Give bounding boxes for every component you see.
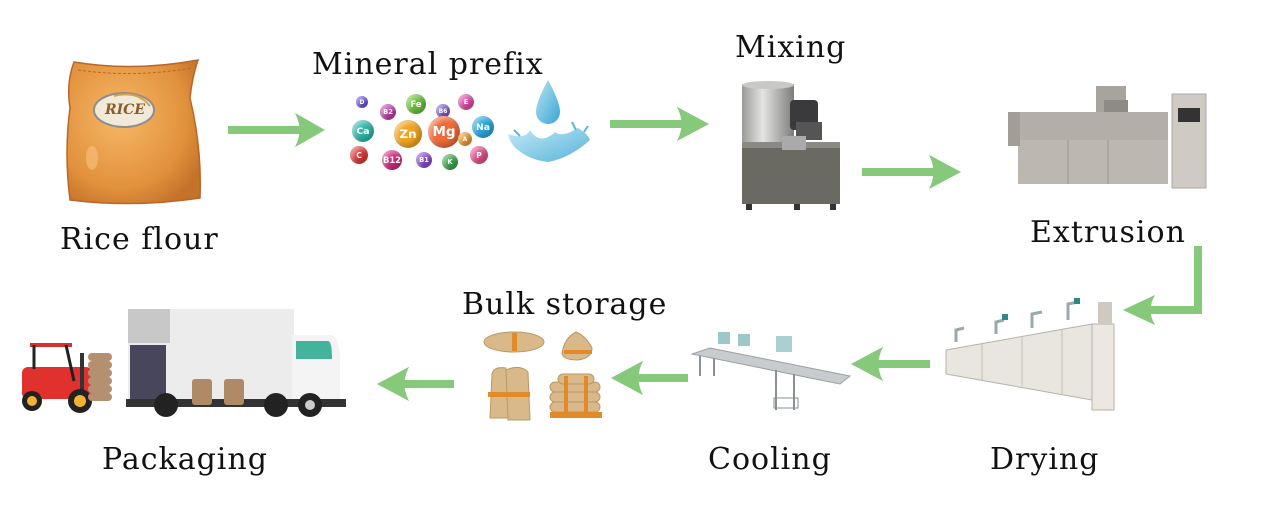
- step-label-mineral-prefix: Mineral prefix: [312, 47, 544, 82]
- mineral-ball-e: E: [458, 94, 474, 110]
- mineral-ball-na: Na: [472, 116, 494, 138]
- step-label-drying: Drying: [990, 442, 1100, 477]
- step-label-extrusion: Extrusion: [1030, 215, 1186, 250]
- step-label-packaging: Packaging: [102, 442, 268, 477]
- water-drop-icon: [500, 78, 595, 173]
- mineral-ball-ca: Ca: [352, 120, 374, 142]
- sacks-icon: [480, 328, 610, 424]
- rice-bag-icon: RICE: [62, 58, 207, 208]
- mineral-ball-b12: B12: [382, 150, 402, 170]
- mineral-ball-zn: Zn: [394, 120, 422, 148]
- mineral-ball-k: K: [442, 154, 458, 170]
- flow-arrow-storage-to-packaging: [376, 366, 454, 402]
- flow-arrow-cooling-to-storage: [610, 360, 688, 396]
- mineral-ball-b2: B2: [380, 104, 396, 120]
- flow-arrow-mixing-to-extrusion: [862, 154, 962, 190]
- dryer-machine-icon: [942, 290, 1122, 415]
- mineral-ball-d: D: [356, 96, 368, 108]
- mixer-machine-icon: [738, 81, 842, 212]
- step-label-cooling: Cooling: [708, 442, 832, 477]
- step-label-mixing: Mixing: [735, 30, 847, 65]
- flow-arrow-extrusion-to-drying: [1122, 246, 1202, 326]
- flow-arrow-mineral-to-mixing: [610, 106, 710, 142]
- flow-arrow-drying-to-cooling: [850, 346, 930, 382]
- step-label-bulk-storage: Bulk storage: [462, 287, 668, 322]
- mineral-ball-b1: B1: [416, 152, 432, 168]
- flow-arrow-rice-to-mineral: [228, 112, 326, 148]
- truck-forklift-icon: [10, 305, 350, 417]
- extruder-machine-icon: [1008, 84, 1207, 194]
- mineral-ball-mg: Mg: [428, 116, 460, 148]
- rice-bag-text: RICE: [105, 102, 145, 118]
- cooling-conveyor-icon: [690, 330, 855, 415]
- mineral-ball-fe: Fe: [406, 94, 426, 114]
- mineral-ball-p: P: [470, 146, 488, 164]
- mineral-ball-c: C: [350, 146, 368, 164]
- mineral-ball-a: A: [458, 132, 472, 146]
- mineral-ball-b6: B6: [436, 104, 450, 118]
- step-label-rice-flour: Rice flour: [60, 222, 219, 257]
